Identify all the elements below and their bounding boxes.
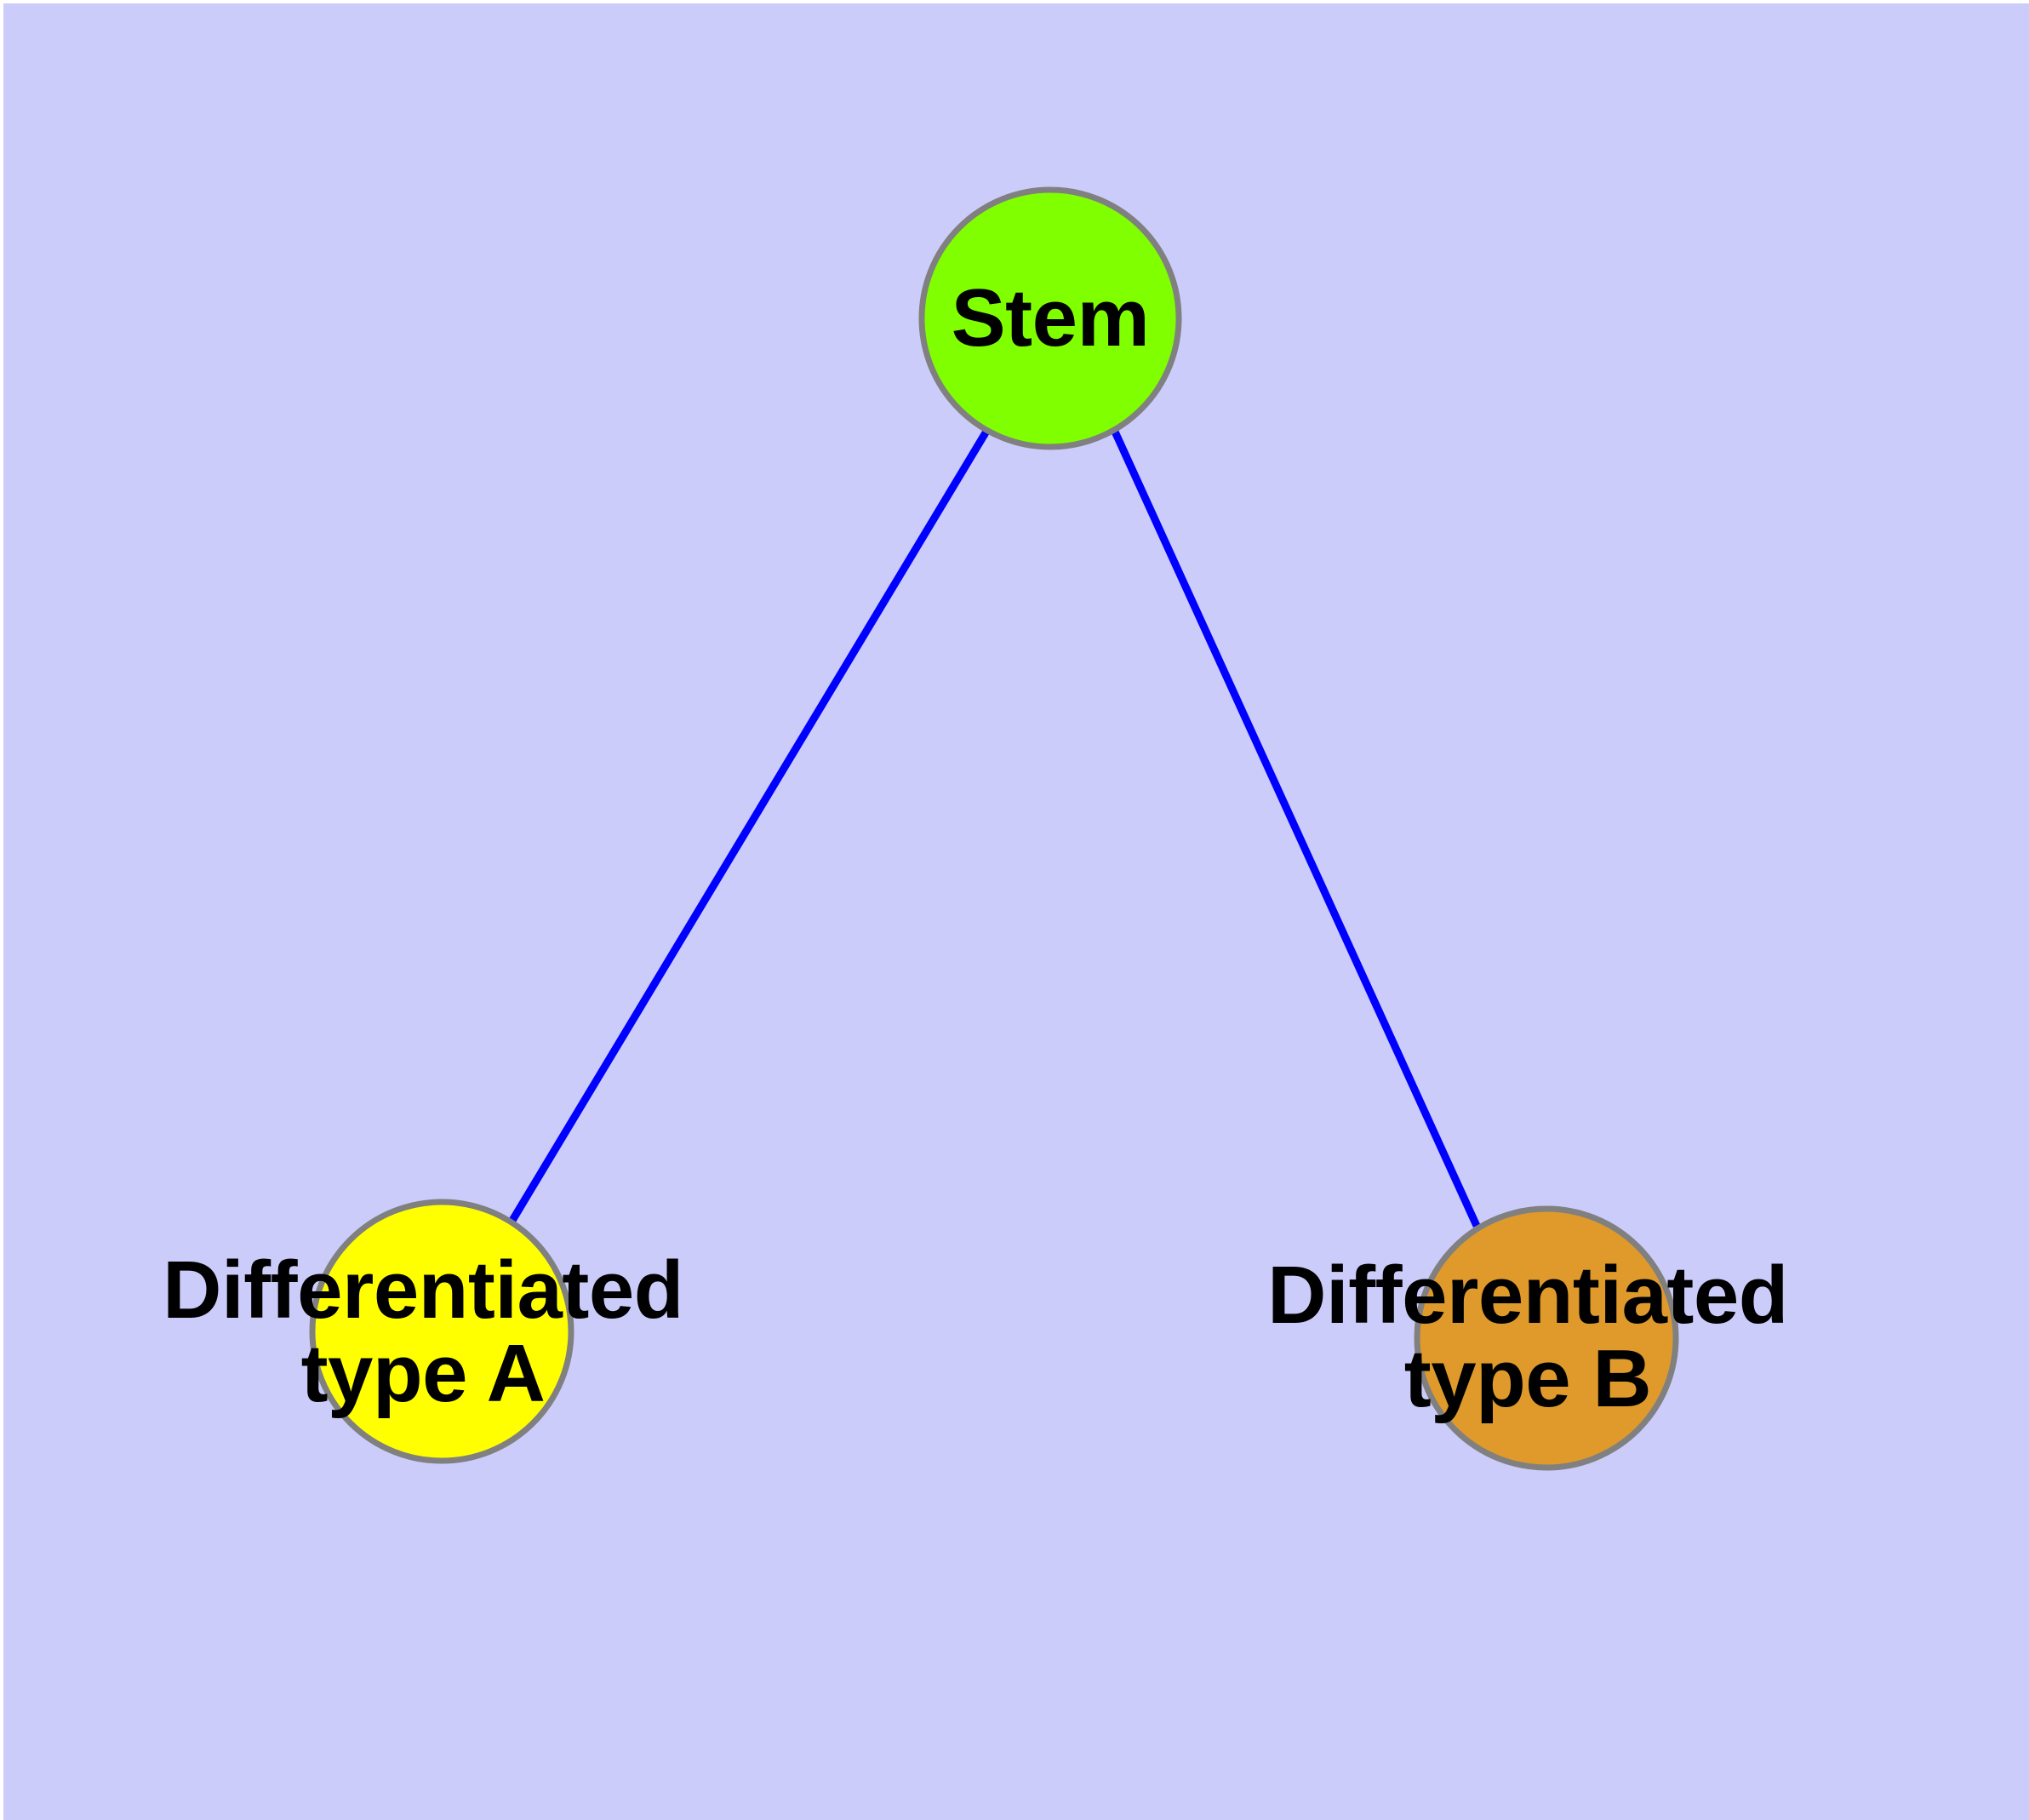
nodes-group	[309, 186, 1679, 1471]
node-differentiated-type-b[interactable]	[1414, 1205, 1679, 1471]
edge-stem-to-differentiated-type-b[interactable]	[1111, 430, 1481, 1228]
edges-group	[507, 427, 1481, 1228]
edge-stem-to-differentiated-type-a[interactable]	[507, 427, 991, 1226]
node-stem[interactable]	[918, 186, 1182, 450]
node-differentiated-type-a[interactable]	[309, 1199, 574, 1464]
